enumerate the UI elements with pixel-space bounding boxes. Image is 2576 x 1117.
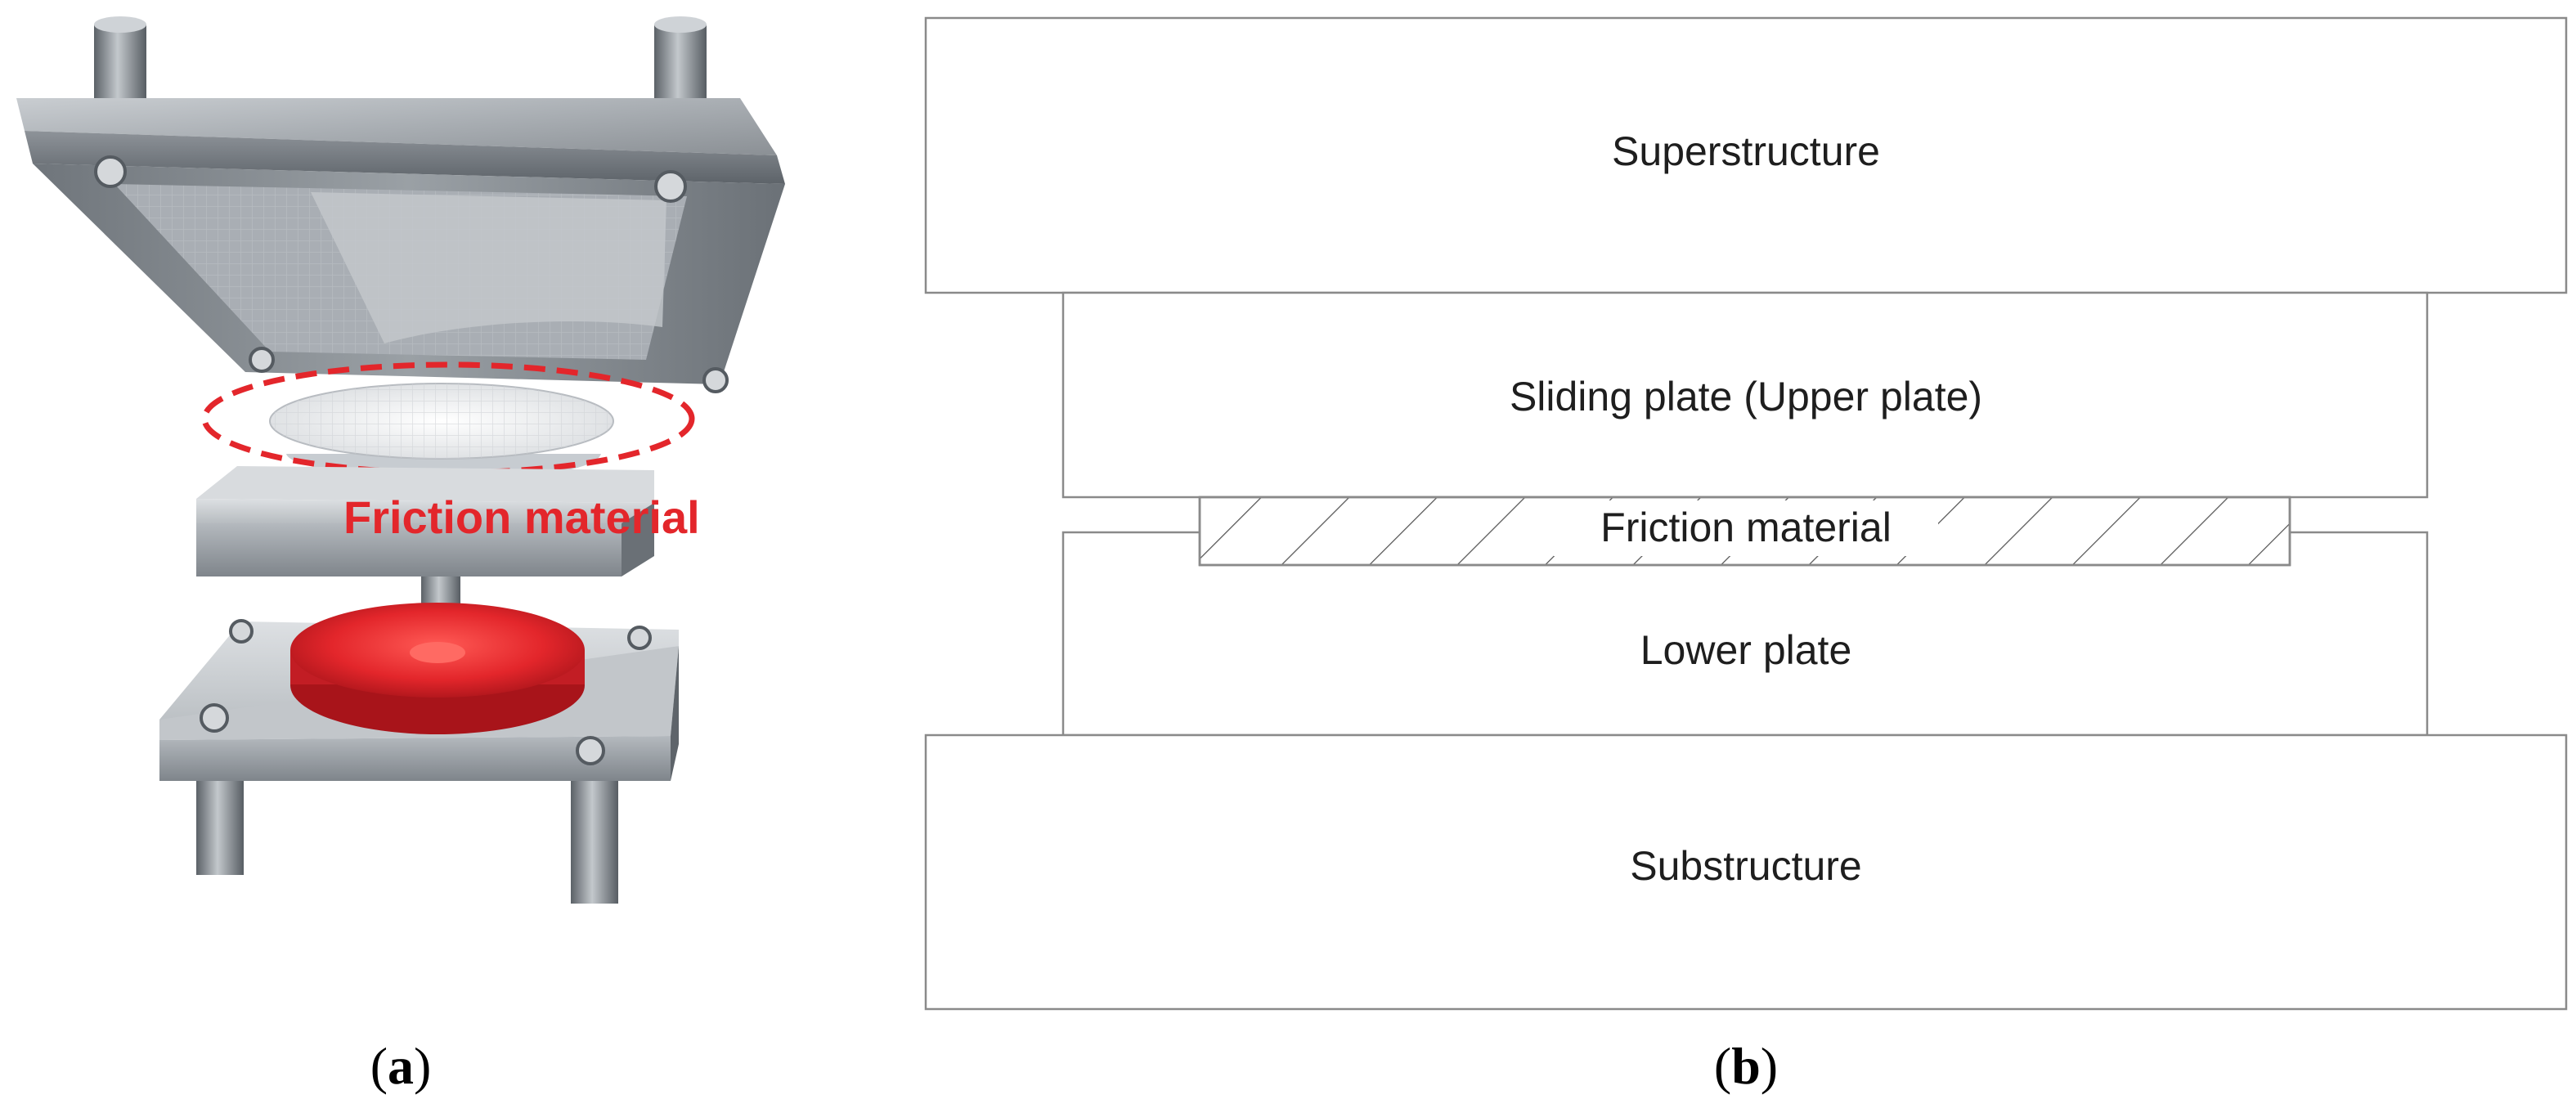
friction-disc <box>269 383 614 479</box>
lower-plate-box <box>1061 531 2429 737</box>
friction-material-layer <box>1198 496 2291 567</box>
superstructure-label: Superstructure <box>1612 128 1880 174</box>
friction-material-callout-ellipse <box>201 361 695 476</box>
substructure-label: Substructure <box>1630 843 1861 889</box>
caption-b: (b) <box>1714 1037 1778 1095</box>
superstructure-box <box>924 16 2568 294</box>
panel-b-schematic <box>924 16 2568 1011</box>
upper-guide-rod-left <box>94 16 146 110</box>
friction-material-callout-label: Friction material <box>343 491 700 543</box>
lower-plate <box>196 466 654 576</box>
sliding-plate-box <box>1061 291 2429 499</box>
sliding-plate-label: Sliding plate (Upper plate) <box>1510 374 1982 419</box>
caption-a: (a) <box>370 1037 432 1095</box>
upper-plate-bolts <box>94 155 729 393</box>
upper-sliding-plate <box>16 98 785 393</box>
red-elastomer-disc <box>290 603 585 734</box>
lower-anchor-rod-left <box>196 781 244 875</box>
panel-a-illustration: Friction material <box>16 16 785 904</box>
base-plate-bolts <box>200 619 652 765</box>
upper-guide-rod-right <box>654 16 707 110</box>
friction-material-label: Friction material <box>1600 505 1892 550</box>
lower-anchor-rod-right <box>571 781 618 904</box>
lower-plate-label: Lower plate <box>1640 627 1852 673</box>
substructure-box <box>924 733 2568 1011</box>
